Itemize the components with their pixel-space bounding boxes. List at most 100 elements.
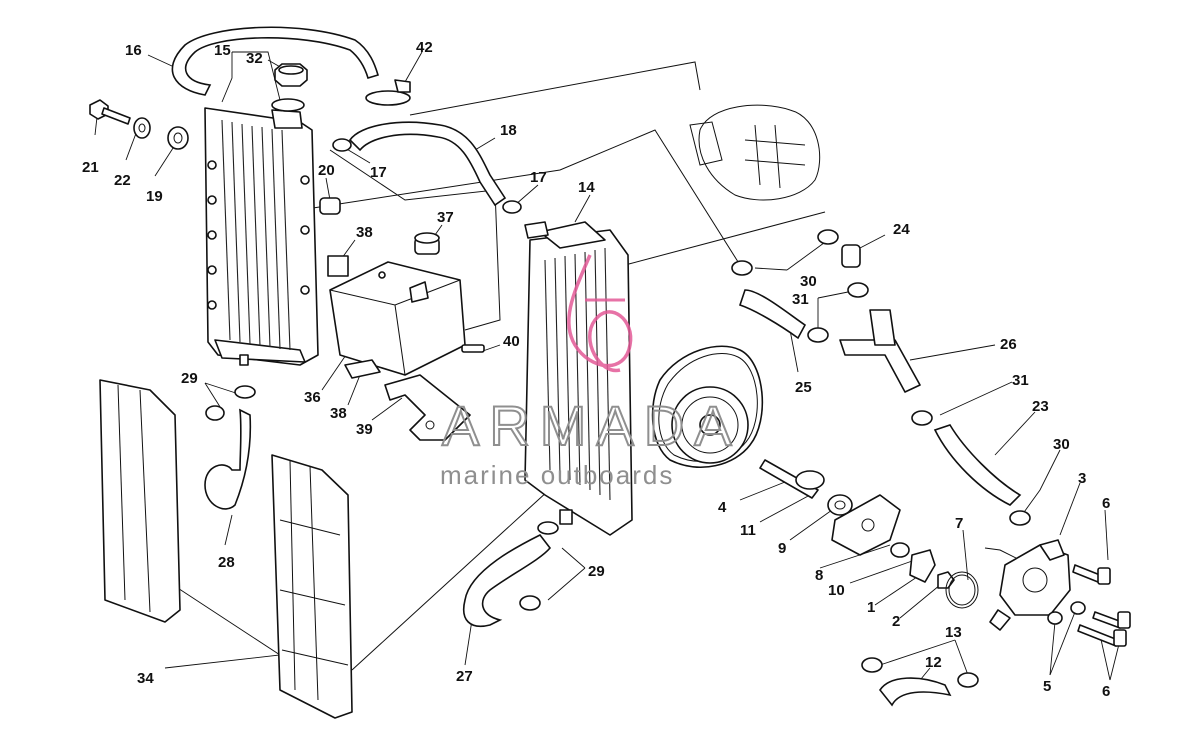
hose-clamp-29b [234,385,256,399]
callout-31a: 31 [792,291,809,308]
watermark-logo-icon [567,254,633,373]
radiator-guard-left [99,379,181,623]
callout-40: 40 [503,333,520,350]
callout-6a: 6 [1102,495,1110,512]
hose-clamp-13a [861,657,883,673]
bypass-hose [879,677,952,707]
radiator-cap [274,63,308,87]
watermark [567,254,633,373]
callout-38a: 38 [356,224,373,241]
reservoir-bracket [384,374,471,441]
callout-42: 42 [416,39,433,56]
coolant-reservoir-cap [414,232,440,255]
callout-8: 8 [815,567,823,584]
callout-13: 13 [945,624,962,641]
hose-clamp-17b [502,200,522,214]
hose-23 [933,424,1022,506]
callout-18: 18 [500,122,517,139]
callout-23: 23 [1032,398,1049,415]
callout-12: 12 [925,654,942,671]
foam-pad-top [327,255,349,277]
hose-clamp-31c [911,410,933,426]
callout-7: 7 [955,515,963,532]
callout-38b: 38 [330,405,347,422]
impeller [909,549,936,583]
callout-11: 11 [740,522,756,539]
callout-3: 3 [1078,470,1086,487]
hose-clamp-13b [957,672,979,688]
watermark-tagline: marine outboards [440,460,674,490]
washers [1047,601,1086,625]
callout-32: 32 [246,50,263,67]
leader-lines [94,51,1121,691]
callout-28: 28 [218,554,235,571]
callout-39: 39 [356,421,373,438]
hose-clamp [365,79,411,106]
lower-hose-left [204,408,252,510]
housing-oring [945,571,979,609]
callout-19: 19 [146,188,163,205]
callout-21: 21 [82,159,99,176]
hose-clamp-17a [332,138,352,152]
housing-bolts-lower [1077,611,1131,647]
cylinder-head-reference [689,104,821,201]
seal [890,542,910,558]
callout-labels: 16 15 32 42 21 22 19 20 17 18 17 14 37 3… [82,39,1110,700]
radiator-guard-right [271,454,353,719]
housing-bolt-top [1072,564,1111,585]
left-radiator [204,98,319,366]
callout-29a: 29 [181,370,198,387]
hose-25 [738,289,807,340]
rubber-grommet [133,117,151,139]
callout-24: 24 [893,221,910,238]
callout-34: 34 [137,670,154,687]
callout-30a: 30 [800,273,817,290]
hose-clamp-31b [807,327,829,343]
callout-1: 1 [867,599,875,616]
callout-25: 25 [795,379,812,396]
hose-clamp-30a [731,260,753,276]
hose-clamp-29c [537,521,559,535]
watermark-brand: ARMADA [442,394,742,457]
y-pipe [839,309,921,393]
callout-16: 16 [125,42,142,59]
callout-37: 37 [437,209,454,226]
screw-40 [461,344,485,353]
callout-29b: 29 [588,563,605,580]
callout-22: 22 [114,172,131,189]
callout-30b: 30 [1053,436,1070,453]
hose-clamp-31a [847,282,869,298]
callout-31b: 31 [1012,372,1029,389]
right-radiator [524,221,633,536]
spacer [167,126,189,150]
callout-2: 2 [892,613,900,630]
hose-clamp-30c [1009,510,1031,526]
bearing [827,494,853,516]
callout-26: 26 [1000,336,1017,353]
callout-27: 27 [456,668,473,685]
mounting-bolt [89,99,131,125]
callout-15: 15 [214,42,231,59]
callout-20: 20 [318,162,335,179]
callout-6b: 6 [1102,683,1110,700]
callout-14: 14 [578,179,595,196]
pump-cover [831,494,901,556]
pump-sprocket [671,386,749,464]
callout-5: 5 [1043,678,1051,695]
callout-9: 9 [778,540,786,557]
hose-clamp-30b [817,229,839,245]
shaft-oring [795,470,825,490]
foam-pad-bottom [344,359,381,379]
upper-hose [348,121,507,207]
lower-hose-right [463,533,552,627]
hose-clamp-29d [519,595,541,611]
callout-17a: 17 [370,164,387,181]
hose-clamp-29a [205,405,225,421]
callout-10: 10 [828,582,845,599]
callout-17b: 17 [530,169,547,186]
callout-4: 4 [718,499,727,516]
pump-housing [989,539,1071,631]
drain-plug [319,197,341,215]
